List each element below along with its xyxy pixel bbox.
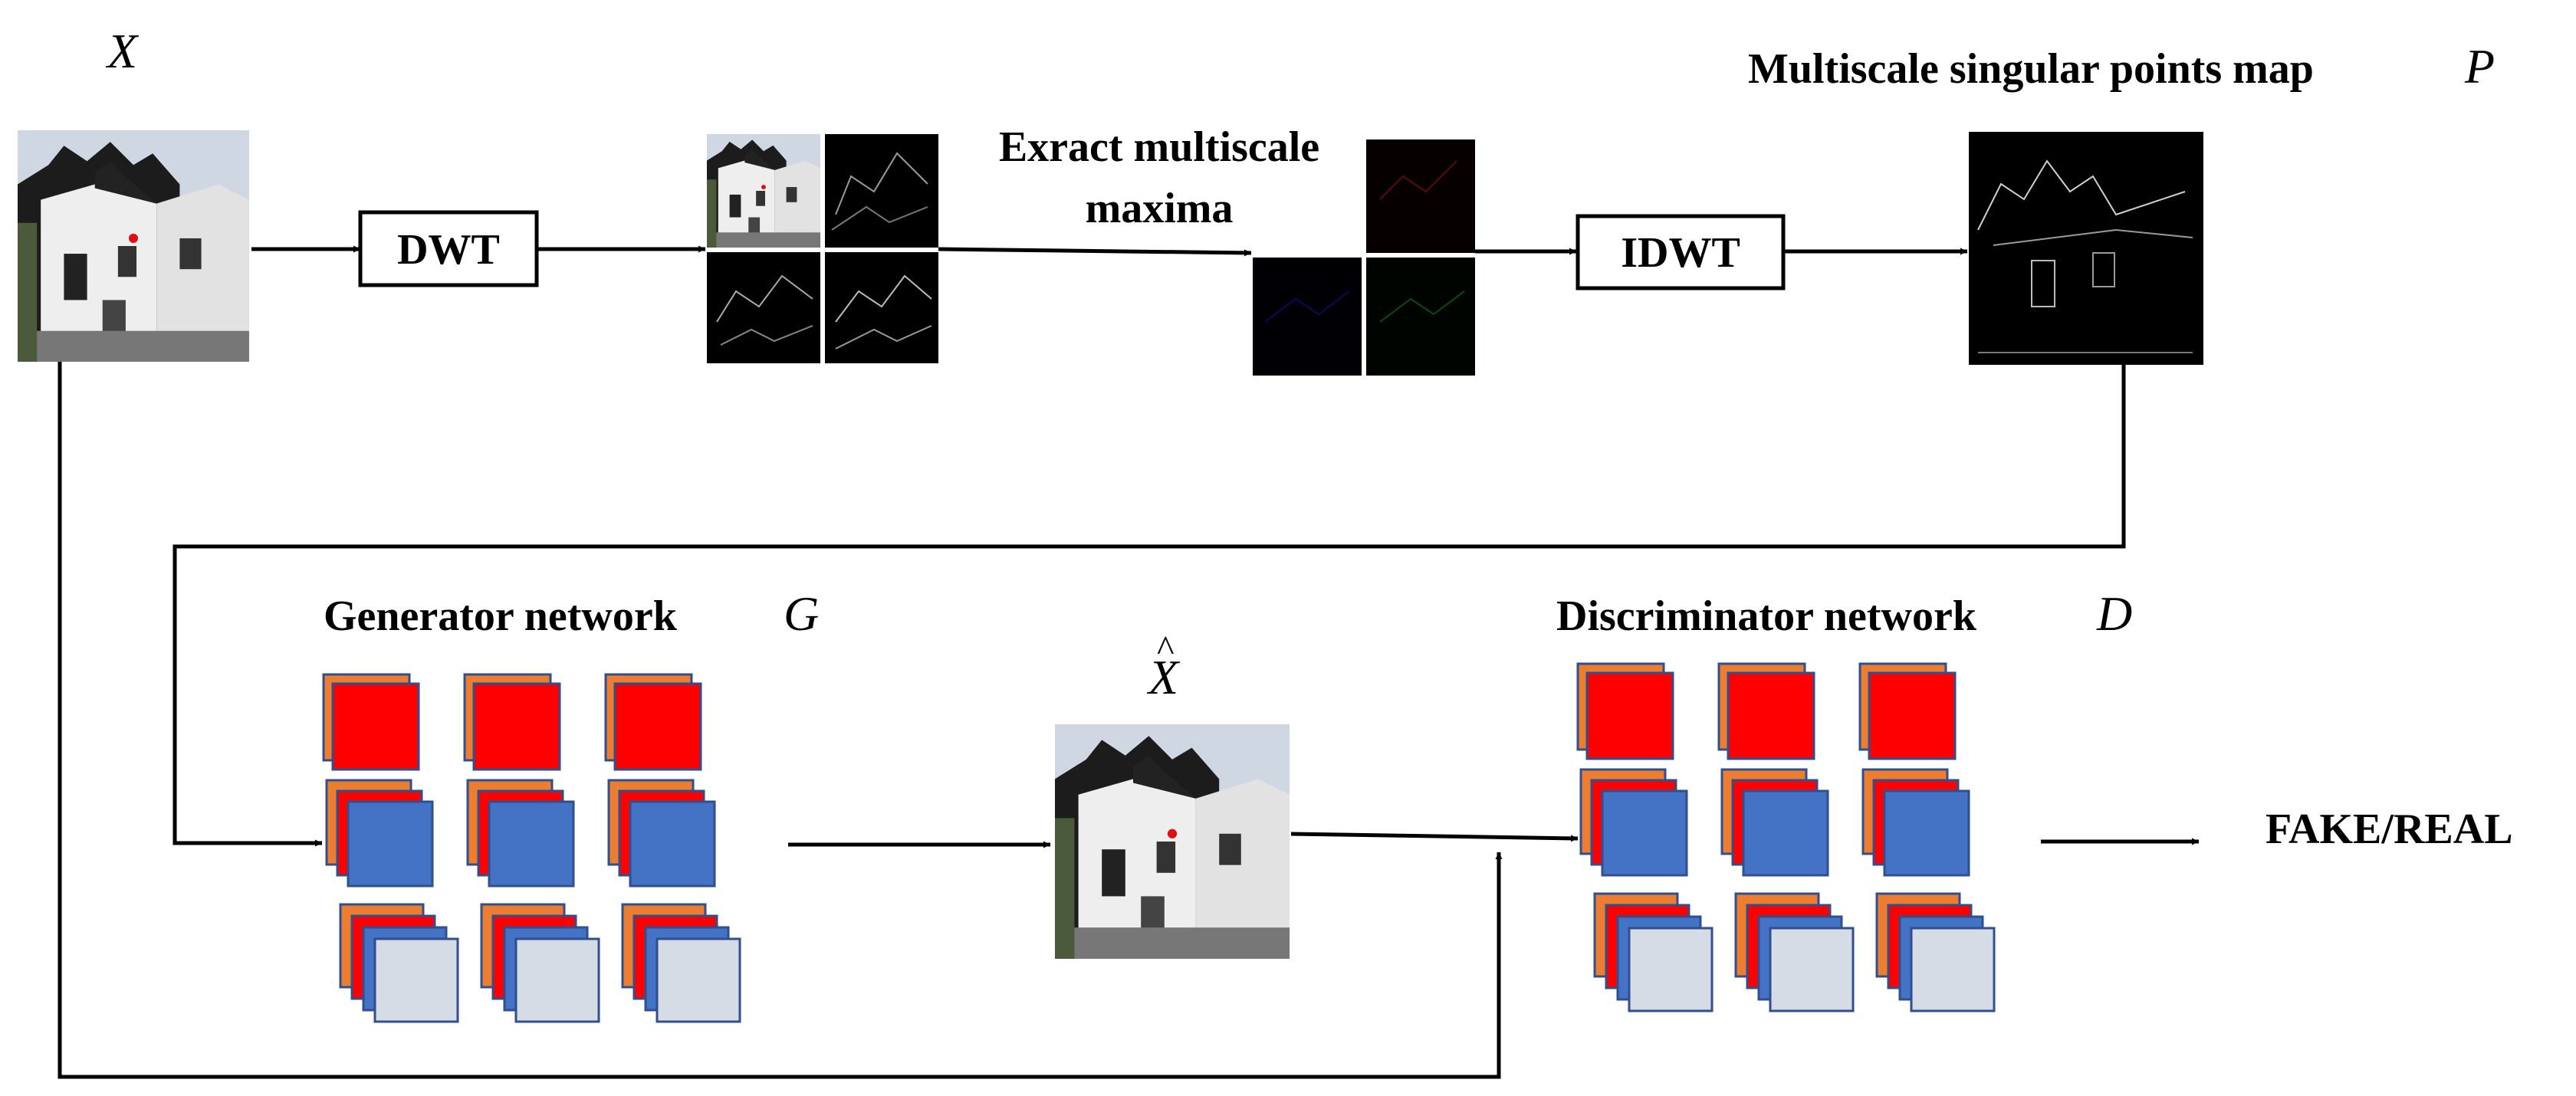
feature-map-square-icon bbox=[1910, 927, 1996, 1012]
feature-map-square-icon bbox=[1742, 789, 1829, 877]
map-title-text: Multiscale singular points map bbox=[1748, 45, 2314, 93]
arrow-input-to-discriminator bbox=[58, 362, 1503, 1079]
feature-map-square-icon bbox=[656, 937, 741, 1023]
feature-map-square-icon bbox=[1769, 927, 1855, 1012]
feature-map-square-icon bbox=[1727, 671, 1815, 760]
feature-map-square-icon bbox=[1883, 789, 1970, 877]
feature-map-square-icon bbox=[1585, 671, 1674, 760]
arrow-subbands-to-maxima bbox=[938, 247, 1252, 257]
map-title: Multiscale singular points map bbox=[1748, 45, 2314, 93]
arrow-map-to-generator bbox=[172, 365, 2126, 847]
input-label: X bbox=[105, 24, 140, 78]
generated-image bbox=[1055, 724, 1290, 959]
feature-map-square-icon bbox=[514, 937, 600, 1023]
edge-map-image-icon bbox=[1969, 132, 2203, 365]
output-label: FAKE/REAL bbox=[2266, 806, 2513, 853]
dwt-label: DWT bbox=[397, 226, 500, 274]
idwt-label: IDWT bbox=[1621, 229, 1740, 277]
extract-label-line1: Exract multiscale bbox=[999, 123, 1319, 171]
idwt-box: IDWT bbox=[1576, 214, 1786, 290]
input-image-x bbox=[18, 130, 249, 362]
extract-label-line2: maxima bbox=[1086, 185, 1234, 232]
feature-map-square-icon bbox=[613, 682, 702, 771]
feature-map-square-icon bbox=[1601, 789, 1688, 877]
feature-map-square-icon bbox=[488, 800, 575, 888]
house-photo-icon bbox=[18, 130, 249, 362]
arrow-output-to-discriminator bbox=[1290, 832, 1579, 842]
feature-map-square-icon bbox=[1868, 671, 1957, 760]
feature-map-square-icon bbox=[1628, 927, 1714, 1012]
house-photo-icon bbox=[1055, 724, 1290, 959]
generated-symbol: X bbox=[1146, 650, 1181, 704]
generator-title: Generator network bbox=[324, 592, 678, 640]
feature-map-square-icon bbox=[331, 682, 420, 771]
discriminator-symbol: D bbox=[2096, 586, 2132, 641]
discriminator-title: Discriminator network bbox=[1556, 592, 1977, 640]
feature-map-square-icon bbox=[629, 800, 716, 888]
feature-map-square-icon bbox=[472, 682, 561, 771]
map-symbol: P bbox=[2464, 39, 2495, 94]
feature-map-square-icon bbox=[347, 800, 434, 888]
maxima-subbands bbox=[1253, 139, 1475, 376]
house-photo-icon bbox=[707, 134, 820, 248]
generator-feature-maps bbox=[322, 673, 741, 1023]
generator-symbol: G bbox=[784, 586, 819, 641]
singular-points-map bbox=[1969, 132, 2203, 365]
discriminator-feature-maps bbox=[1576, 662, 1996, 1012]
dwt-box: DWT bbox=[358, 210, 539, 287]
feature-map-square-icon bbox=[373, 937, 459, 1023]
generated-accent: ^ bbox=[1156, 628, 1174, 669]
wavelet-subbands bbox=[707, 134, 938, 363]
